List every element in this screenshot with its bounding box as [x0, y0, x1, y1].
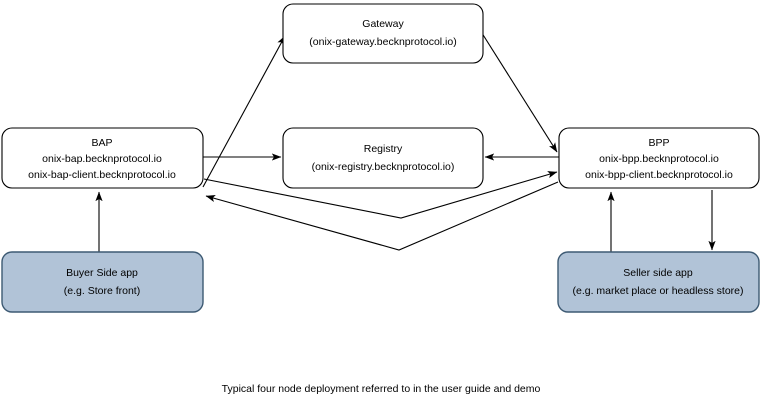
- node-gateway[interactable]: Gateway (onix-gateway.becknprotocol.io): [282, 3, 484, 64]
- node-buyer-app[interactable]: Buyer Side app (e.g. Store front): [1, 251, 204, 313]
- node-seller-app-line-2: (e.g. market place or headless store): [573, 285, 744, 297]
- node-buyer-app-box[interactable]: [1, 251, 204, 313]
- edges-layer: [95, 29, 716, 252]
- node-bap[interactable]: BAP onix-bap.becknprotocol.io onix-bap-c…: [1, 127, 204, 189]
- node-seller-app[interactable]: Seller side app (e.g. market place or he…: [557, 251, 760, 313]
- node-buyer-app-line-1: Buyer Side app: [66, 267, 138, 279]
- node-gateway-line-1: Gateway: [362, 18, 404, 30]
- node-bap-line-1: BAP: [91, 137, 112, 149]
- node-bpp-line-2: onix-bpp.becknprotocol.io: [599, 153, 719, 165]
- edge-bap-to-gateway: [202, 35, 286, 188]
- node-seller-app-box[interactable]: [557, 251, 760, 313]
- node-gateway-line-2: (onix-gateway.becknprotocol.io): [309, 36, 456, 48]
- node-bap-line-2: onix-bap.becknprotocol.io: [42, 153, 162, 165]
- node-bpp-box[interactable]: [558, 127, 760, 189]
- node-bpp[interactable]: BPP onix-bpp.becknprotocol.io onix-bpp-c…: [558, 127, 760, 189]
- diagram-caption: Typical four node deployment referred to…: [222, 383, 541, 395]
- node-bap-box[interactable]: [1, 127, 204, 189]
- edge-bap-to-bpp: [203, 171, 558, 219]
- node-bpp-line-1: BPP: [648, 137, 669, 149]
- node-gateway-box[interactable]: [282, 3, 484, 64]
- node-bap-line-3: onix-bap-client.becknprotocol.io: [28, 169, 176, 181]
- node-registry-box[interactable]: [282, 127, 484, 189]
- node-bpp-line-3: onix-bpp-client.becknprotocol.io: [585, 169, 733, 181]
- node-registry-line-1: Registry: [364, 143, 403, 155]
- node-registry-line-2: (onix-registry.becknprotocol.io): [312, 161, 455, 173]
- node-seller-app-line-1: Seller side app: [623, 267, 693, 279]
- edge-bpp-to-bap: [205, 181, 559, 251]
- edge-gateway-to-bpp: [479, 29, 558, 153]
- node-registry[interactable]: Registry (onix-registry.becknprotocol.io…: [282, 127, 484, 189]
- node-buyer-app-line-2: (e.g. Store front): [64, 285, 140, 297]
